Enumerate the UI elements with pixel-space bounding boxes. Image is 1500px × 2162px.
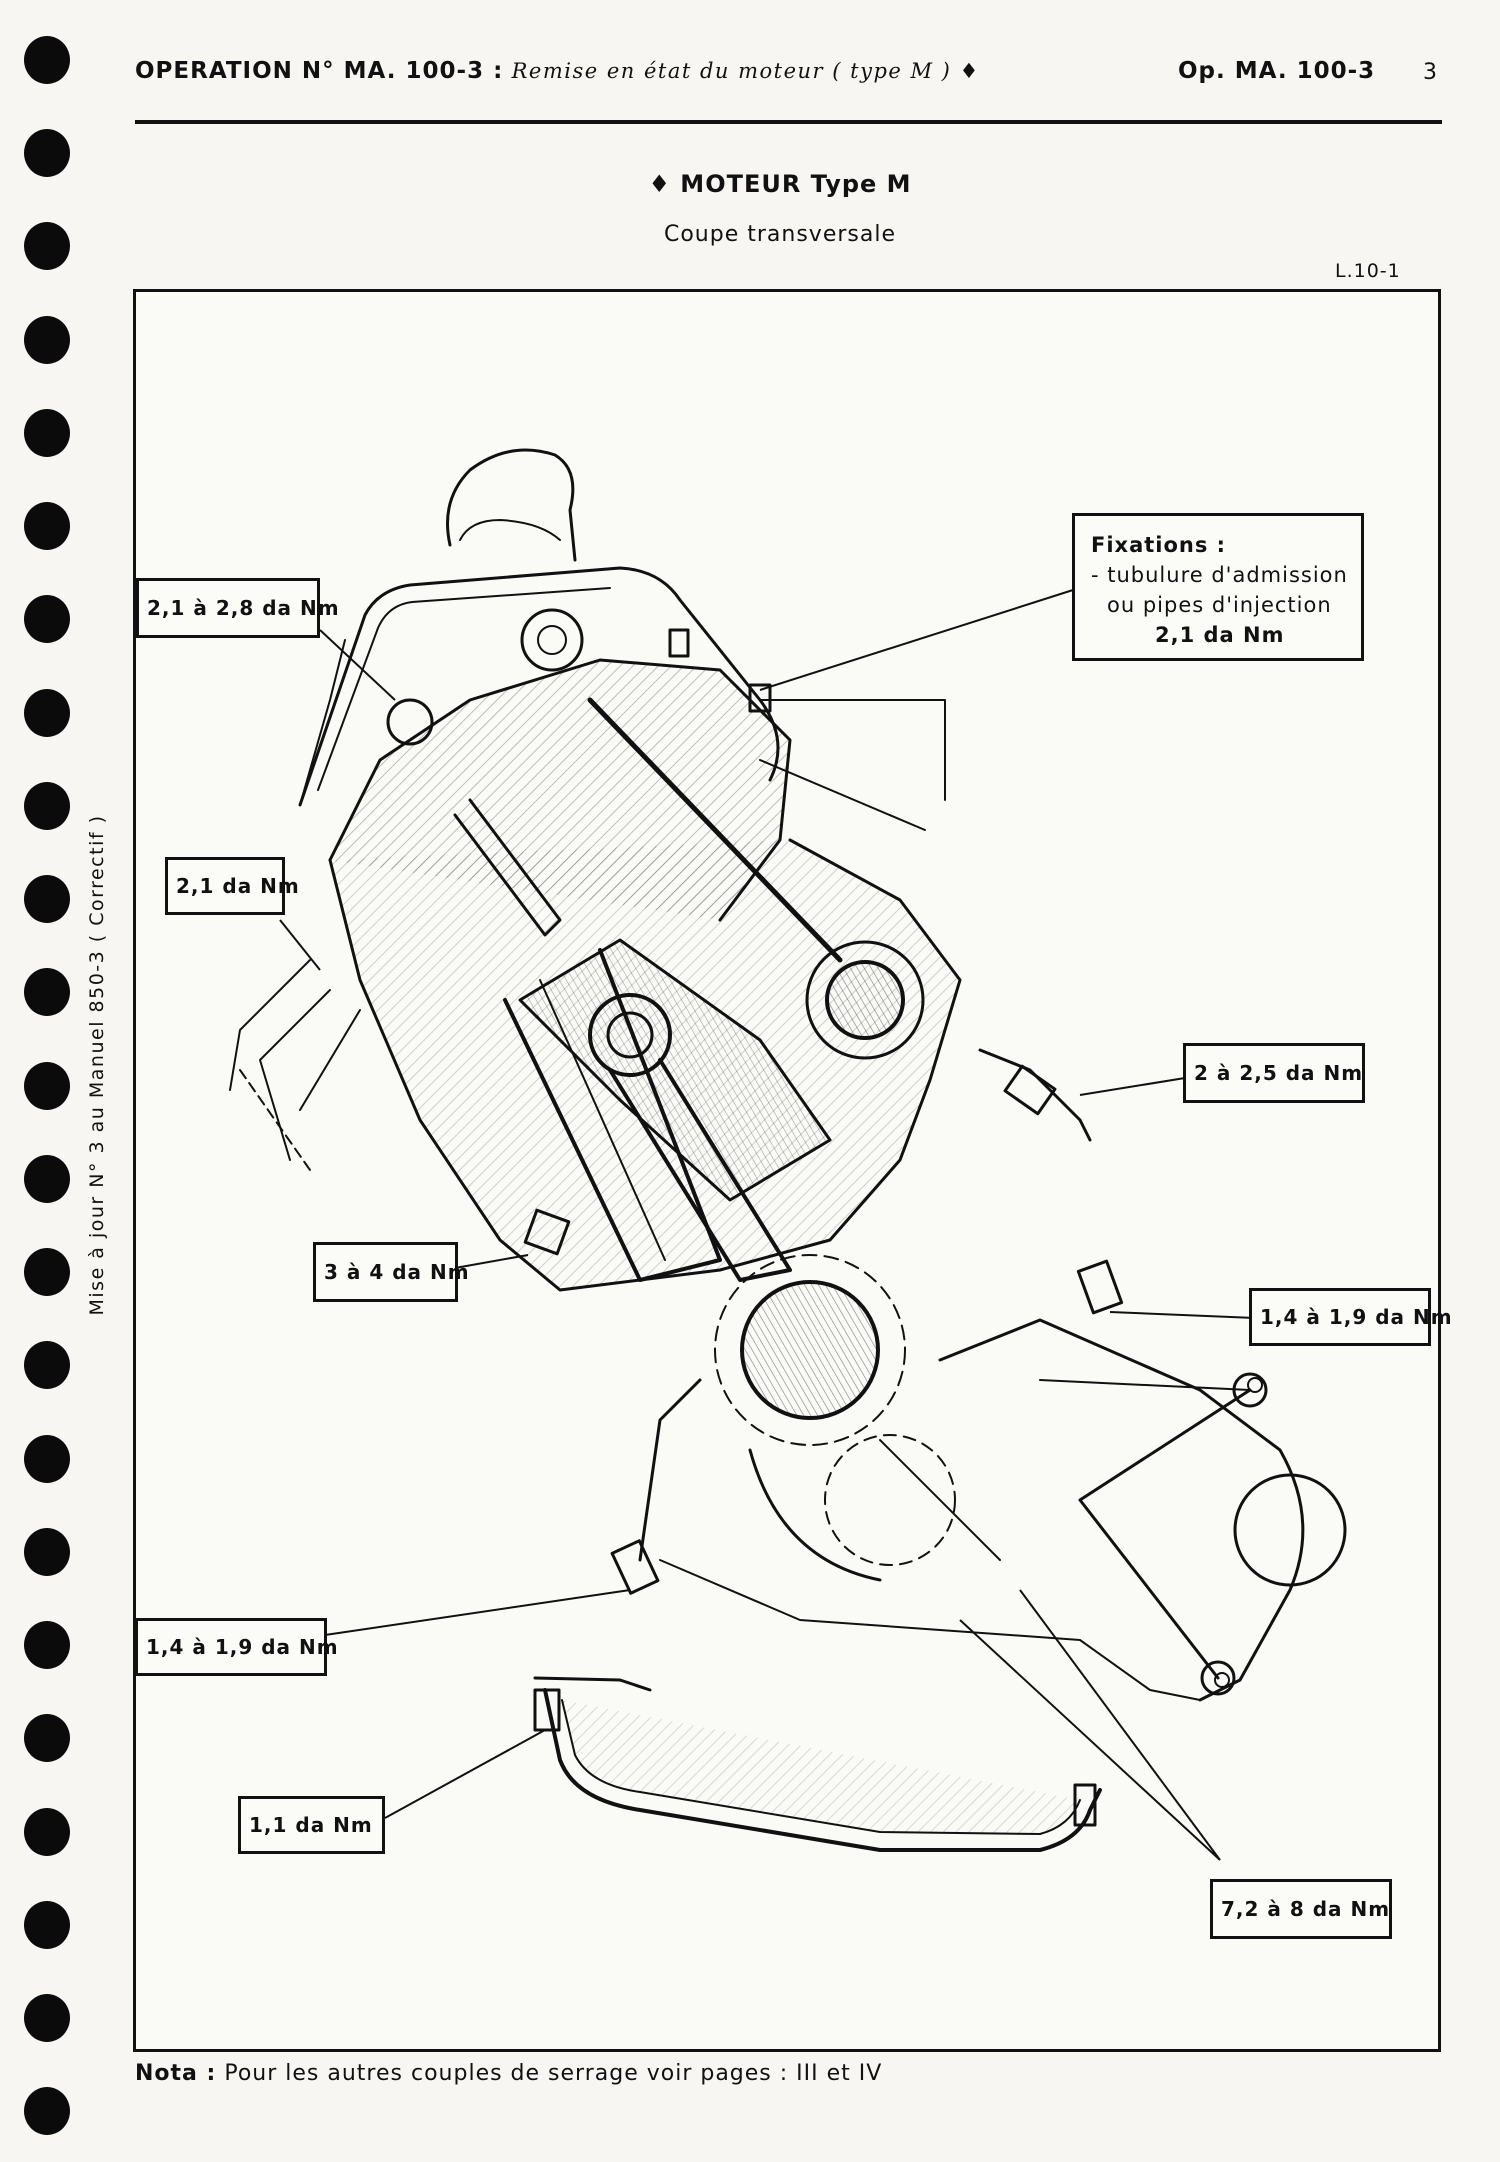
binder-holes — [0, 0, 90, 2162]
operation-description: Remise en état du moteur ( type M ) ♦ — [511, 59, 980, 83]
page-subtitle: Coupe transversale — [663, 222, 896, 247]
binder-hole — [24, 1901, 70, 1949]
torque-label-oil-sump: 1,1 da Nm — [238, 1796, 385, 1854]
fixations-note: Fixations : - tubulure d'admission ou pi… — [1072, 513, 1364, 661]
fixations-line: - tubulure d'admission — [1091, 563, 1348, 587]
header-rule — [135, 120, 1442, 124]
binder-hole — [24, 968, 70, 1016]
binder-hole — [24, 36, 70, 84]
torque-label-cylinder-base: 3 à 4 da Nm — [313, 1242, 469, 1302]
binder-hole — [24, 689, 70, 737]
operation-label: OPERATION N° MA. 100-3 : — [135, 58, 504, 84]
torque-label-crankcase-left: 1,4 à 1,9 da Nm — [135, 1618, 338, 1676]
binder-hole — [24, 1714, 70, 1762]
footer-note: Nota : Pour les autres couples de serrag… — [135, 2061, 882, 2086]
binder-hole — [24, 129, 70, 177]
binder-hole — [24, 222, 70, 270]
header-operation: OPERATION N° MA. 100-3 : Remise en état … — [135, 58, 980, 84]
fixations-line: ou pipes d'injection — [1107, 593, 1332, 617]
torque-label-exhaust: 2,1 da Nm — [165, 857, 299, 915]
side-revision-note: Mise à jour N° 3 au Manuel 850-3 ( Corre… — [86, 814, 108, 1316]
binder-hole — [24, 409, 70, 457]
binder-hole — [24, 502, 70, 550]
binder-hole — [24, 1062, 70, 1110]
nota-text: Pour les autres couples de serrage voir … — [224, 2061, 883, 2086]
nota-label: Nota : — [135, 2061, 217, 2086]
binder-hole — [24, 1435, 70, 1483]
page-title: ♦ MOTEUR Type M — [648, 170, 912, 198]
page-header: OPERATION N° MA. 100-3 : Remise en état … — [135, 52, 1445, 92]
binder-hole — [24, 1528, 70, 1576]
fixations-torque: 2,1 da Nm — [1155, 623, 1285, 647]
figure-code: L.10-1 — [1335, 260, 1401, 282]
fixations-title: Fixations : — [1091, 533, 1227, 557]
binder-hole — [24, 782, 70, 830]
operation-reference: Op. MA. 100-3 — [1178, 58, 1376, 84]
binder-hole — [24, 875, 70, 923]
torque-label-rocker-cover: 2,1 à 2,8 da Nm — [136, 578, 339, 638]
torque-label-injector: 2 à 2,5 da Nm — [1183, 1043, 1365, 1103]
binder-hole — [24, 1621, 70, 1669]
torque-label-main-bearing: 7,2 à 8 da Nm — [1210, 1879, 1392, 1939]
binder-hole — [24, 316, 70, 364]
binder-hole — [24, 1808, 70, 1856]
binder-hole — [24, 1248, 70, 1296]
torque-label-crankcase-right: 1,4 à 1,9 da Nm — [1249, 1288, 1452, 1346]
binder-hole — [24, 1994, 70, 2042]
binder-hole — [24, 2087, 70, 2135]
binder-hole — [24, 1155, 70, 1203]
page-number: 3 — [1423, 60, 1437, 85]
binder-hole — [24, 1341, 70, 1389]
binder-hole — [24, 595, 70, 643]
